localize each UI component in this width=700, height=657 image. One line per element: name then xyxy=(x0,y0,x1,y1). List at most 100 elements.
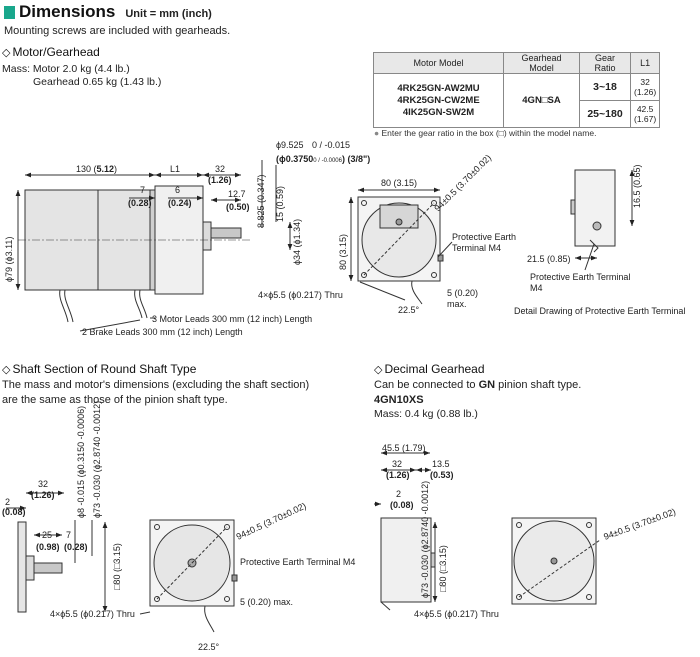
dim-7-shaft: 7 xyxy=(66,530,71,540)
dim-7b-shaft: (0.28) xyxy=(64,542,88,552)
dim-32b: (1.26) xyxy=(208,175,232,185)
motor-model-1: 4RK25GN-AW2MU xyxy=(397,82,480,94)
cell-ratio-2: 25~180 xyxy=(579,100,631,128)
brake-lead-2 xyxy=(64,289,74,323)
shaft-section-title: ◇Shaft Section of Round Shaft Type xyxy=(2,362,196,376)
dim-2b-shaft: (0.08) xyxy=(2,507,26,517)
th-gear-ratio: Gear Ratio xyxy=(579,52,631,74)
dim-phi9525-tol: 0 / -0.015 xyxy=(312,140,350,150)
dim-32: 32 xyxy=(215,164,225,174)
dim-phi73-dec: ϕ73 -0.030 (ϕ2.8740 -0.0012) xyxy=(420,481,430,598)
detail-lead xyxy=(589,239,599,253)
shaft-bolt-1 xyxy=(154,524,160,530)
dim-phi8: ϕ8 -0.015 (ϕ0.3150 -0.0006) xyxy=(76,406,86,518)
dim-130: 130 (5.12) xyxy=(76,164,117,174)
mass-gearhead: Gearhead 0.65 kg (1.43 lb.) xyxy=(33,76,162,88)
dim-5-shaft: 5 (0.20) max. xyxy=(240,597,293,607)
dim-6b: (0.24) xyxy=(168,198,192,208)
pe-terminal-label: Protective Earth xyxy=(452,232,516,242)
dim-94-shaft-line xyxy=(156,526,228,600)
decimal-model: 4GN10XS xyxy=(374,394,424,406)
dim-6: 6 xyxy=(175,185,180,195)
dim-127: 12.7 xyxy=(228,189,246,199)
dim-135b: (0.53) xyxy=(430,470,454,480)
dim-94-dec-line xyxy=(518,539,601,598)
decimal-gearhead-title-text: Decimal Gearhead xyxy=(384,362,485,376)
round-shaft xyxy=(33,562,63,574)
l1-1-mm: 32 xyxy=(640,77,650,87)
shaft-front-view xyxy=(139,519,238,633)
shaft-section-title-text: Shaft Section of Round Shaft Type xyxy=(12,362,197,376)
spec-table-wrap: Motor Model Gearhead Model Gear Ratio L1… xyxy=(373,52,661,128)
spec-table: Motor Model Gearhead Model Gear Ratio L1… xyxy=(373,52,661,128)
cell-motor-models: 4RK25GN-AW2MU 4RK25GN-CW2ME 4IK25GN-SW2M xyxy=(373,73,504,128)
dim-32b-shaft: (1.26) xyxy=(31,490,55,500)
gearhead-front-view xyxy=(348,187,453,305)
thru-leader xyxy=(359,281,406,301)
max-label: max. xyxy=(447,299,467,309)
motor-lead-2 xyxy=(139,289,148,319)
dim-215: 21.5 (0.85) xyxy=(527,254,571,264)
bolt-hole-2 xyxy=(431,200,437,206)
output-shaft xyxy=(210,227,242,239)
shaft-thru-label: 4×ϕ5.5 (ϕ0.217) Thru xyxy=(50,609,135,619)
decimal-mass: Mass: 0.4 kg (0.88 lb.) xyxy=(374,408,478,420)
shaft-front-lead xyxy=(204,605,215,633)
decimal-gearhead-title: ◇Decimal Gearhead xyxy=(374,362,485,376)
dim-455: 45.5 (1.79) xyxy=(382,443,426,453)
diamond-icon: ◇ xyxy=(374,364,383,376)
shaft-bolt-3 xyxy=(154,596,160,602)
detail-leader xyxy=(584,243,595,271)
motor-leads-label: 3 Motor Leads 300 mm (12 inch) Length xyxy=(152,314,312,324)
table-note-text: Enter the gear ratio in the box (□) with… xyxy=(381,128,597,138)
brake-leader xyxy=(79,319,141,332)
dim-7b: (0.28) xyxy=(128,198,152,208)
decimal-thru-leader xyxy=(380,601,391,611)
motor-lead xyxy=(134,289,143,319)
decimal-side-view xyxy=(374,450,438,611)
decimal-side-boss xyxy=(430,552,436,568)
decimal-desc-gn: GN xyxy=(478,379,496,391)
pe-detail-label: Protective Earth Terminal xyxy=(530,272,630,282)
dim-phi9525: ϕ9.525 xyxy=(276,140,304,150)
cell-l1-2: 42.5(1.67) xyxy=(629,100,661,128)
cell-l1-1: 32(1.26) xyxy=(629,73,661,101)
table-note: ● Enter the gear ratio in the box (□) wi… xyxy=(374,128,596,138)
dim-135: 13.5 xyxy=(432,459,450,469)
dim-5-front: 5 (0.20) xyxy=(447,288,478,298)
brake-lead xyxy=(59,289,69,323)
decimal-bolt-1 xyxy=(516,522,522,528)
bolt-hole-3 xyxy=(361,272,367,278)
motor-gearhead-title-text: Motor/Gearhead xyxy=(12,45,100,59)
l1-2-mm: 42.5 xyxy=(636,104,654,114)
decimal-front-center xyxy=(550,557,558,565)
dim-25b-shaft: (0.98) xyxy=(36,542,60,552)
decimal-desc-a: Can be connected to xyxy=(374,379,479,391)
dim-phi73-shaft: ϕ73 -0.030 (ϕ2.8740 -0.0012) xyxy=(92,401,102,518)
dim-15: 15 (0.59) xyxy=(275,186,285,222)
dim-7: 7 xyxy=(140,185,145,195)
mass-motor: Mass: Motor 2.0 kg (4.4 lb.) xyxy=(2,63,130,75)
dim-94-dec: 94±0.5 (3.70±0.02) xyxy=(602,507,677,542)
dim-sq80-shaft: □80 (□3.15) xyxy=(112,543,122,590)
dim-94-line xyxy=(363,202,435,276)
shaft-pe-label: Protective Earth Terminal M4 xyxy=(240,557,355,567)
dim-2-dec: 2 xyxy=(396,489,401,499)
shaft-boss xyxy=(25,555,35,581)
decimal-desc-b: pinion shaft type. xyxy=(495,379,582,391)
diamond-icon: ◇ xyxy=(2,47,11,59)
shaft-side-view xyxy=(6,490,108,613)
motor-model-2: 4RK25GN-CW2ME xyxy=(397,94,480,106)
decimal-bolt-2 xyxy=(586,522,592,528)
bolt-hole-4 xyxy=(431,272,437,278)
dim-2b-dec: (0.08) xyxy=(390,500,414,510)
thru-label: 4×ϕ5.5 (ϕ0.217) Thru xyxy=(258,290,343,300)
dim-225-shaft: 22.5° xyxy=(198,642,220,652)
detail-caption: Detail Drawing of Protective Earth Termi… xyxy=(514,306,685,316)
gearhead-boss xyxy=(202,221,212,251)
motor-gearhead-title: ◇Motor/Gearhead xyxy=(2,45,100,59)
front-lead xyxy=(411,280,423,305)
dim-phi79: ϕ79 (ϕ3.11) xyxy=(4,237,14,282)
diamond-icon: ◇ xyxy=(2,364,11,376)
